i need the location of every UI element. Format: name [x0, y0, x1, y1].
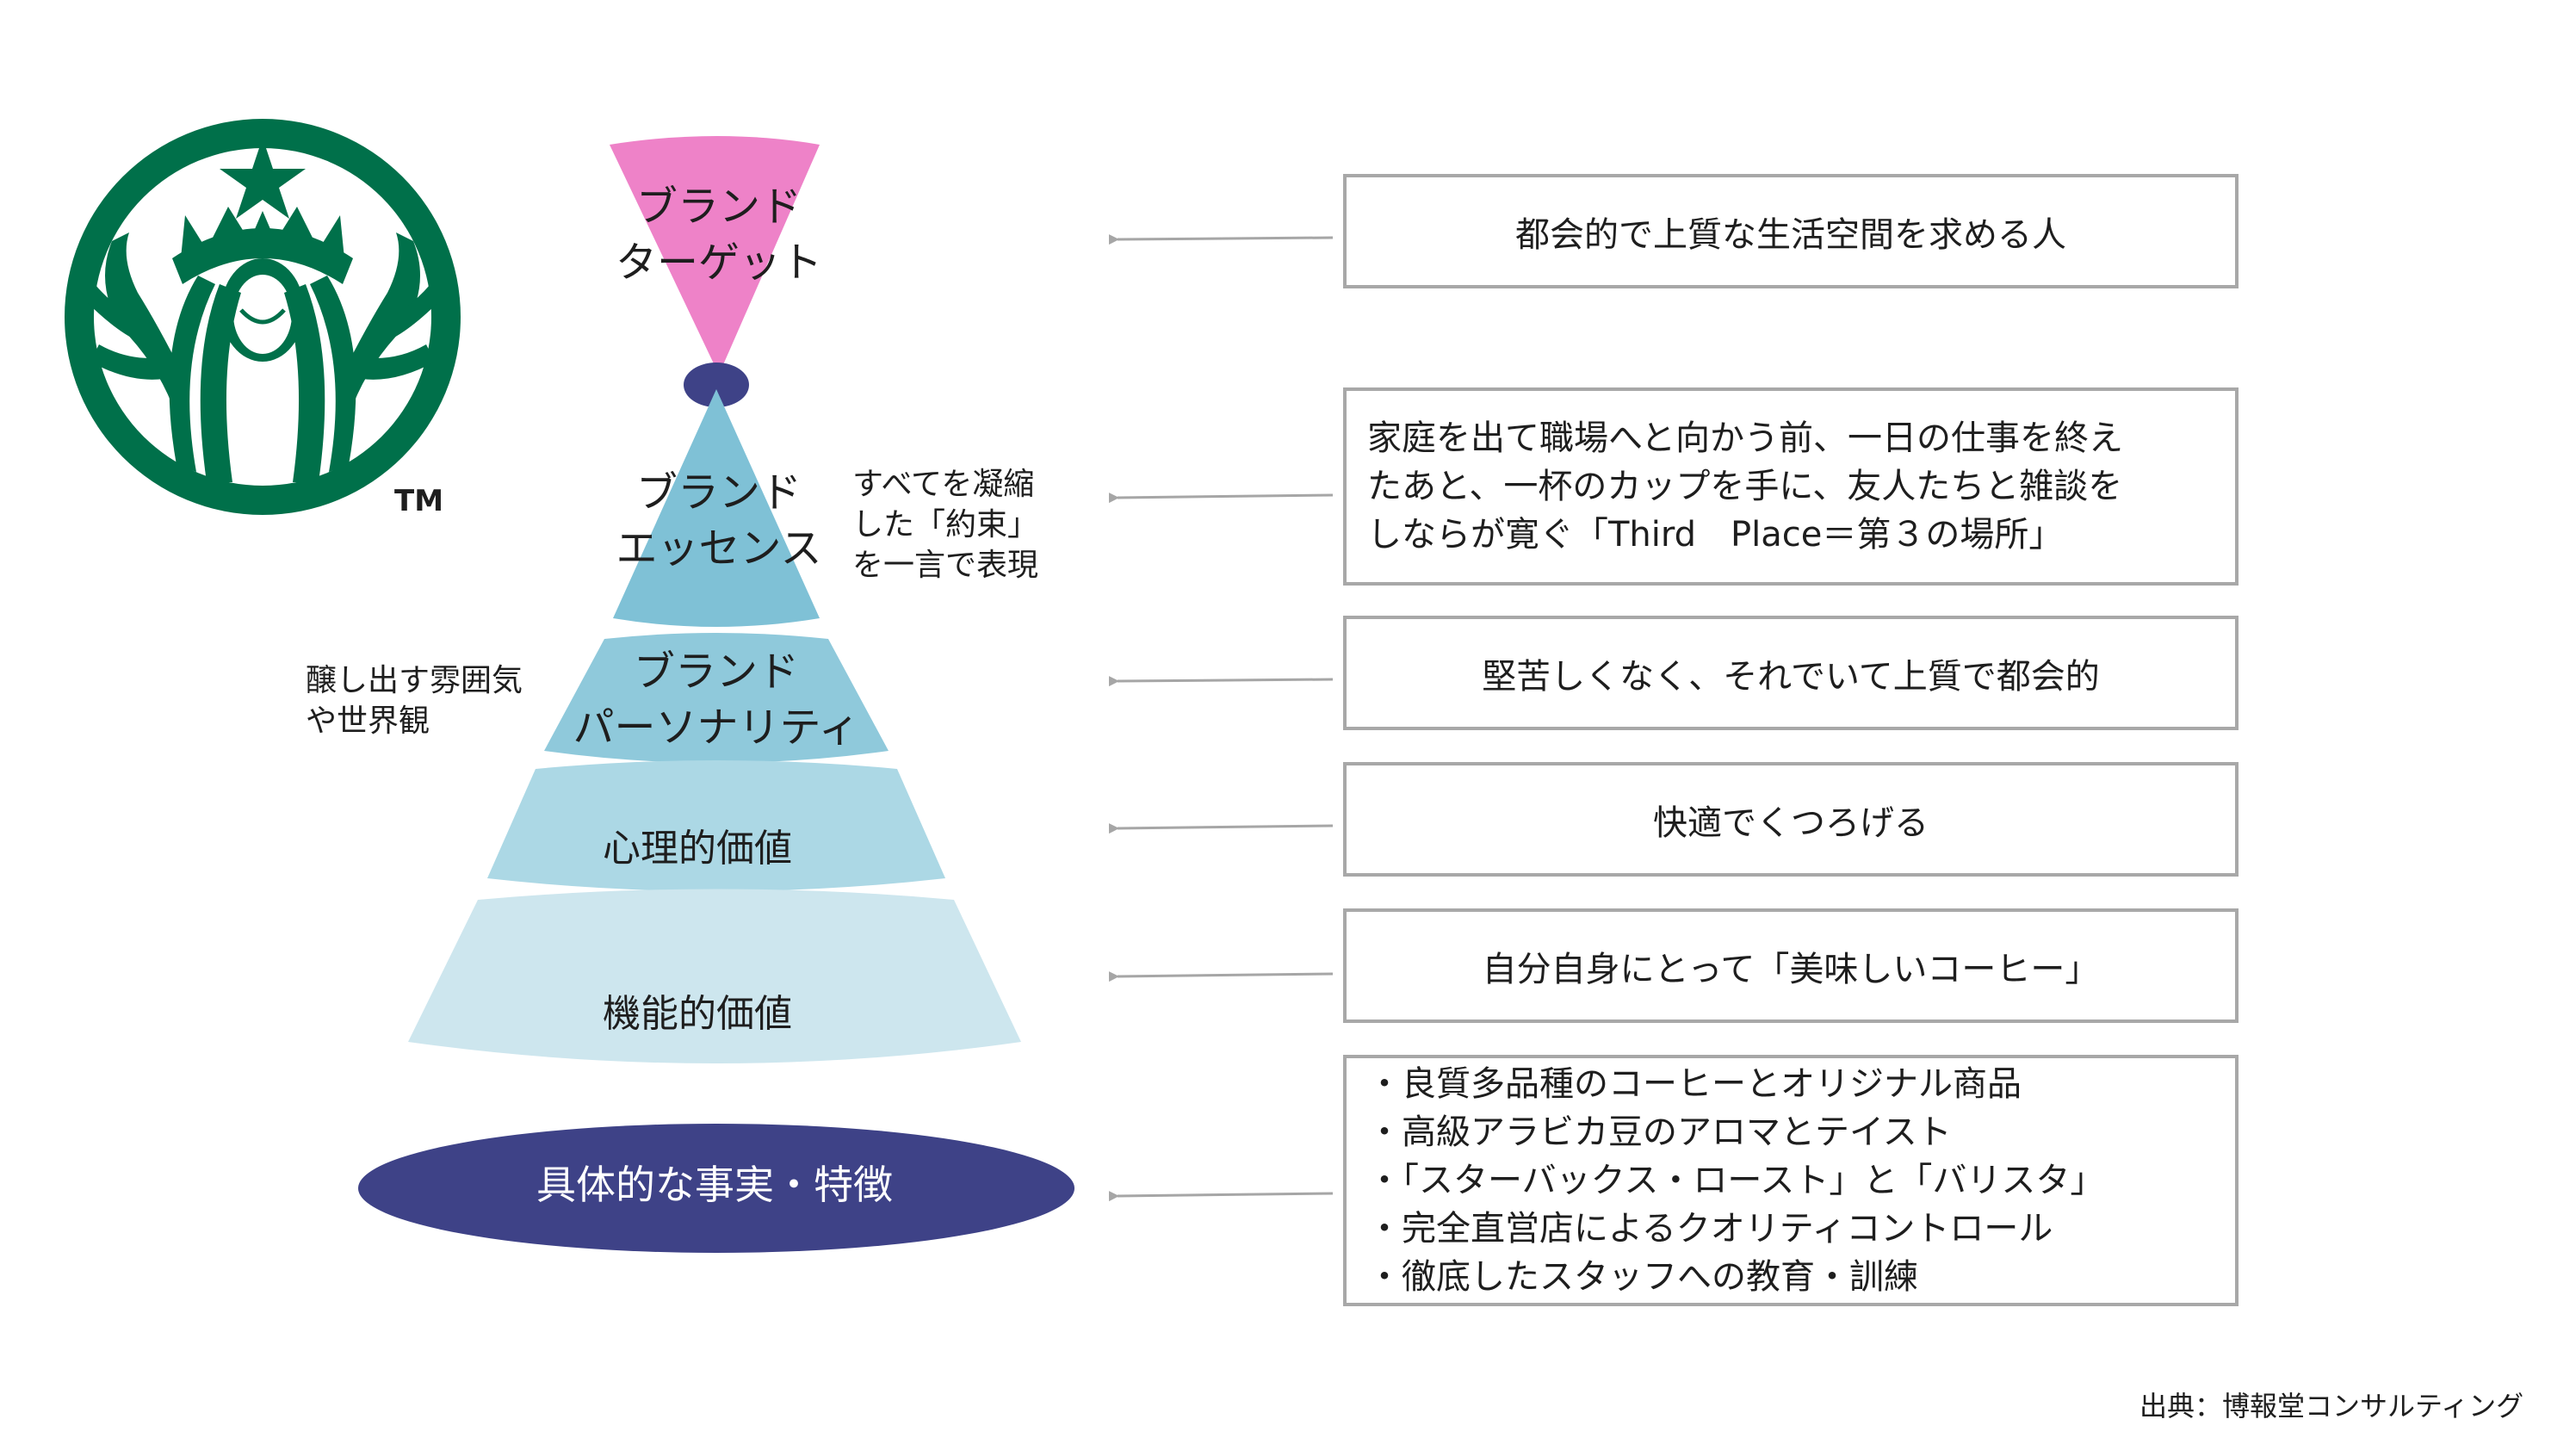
personality-box: 堅苦しくなく、それでいて上質で都会的: [1343, 616, 2239, 730]
brand-essence-label-line1: ブランド: [635, 468, 802, 517]
essence-box-line1: 家庭を出て職場へと向かう前、一日の仕事を終え: [1367, 418, 2123, 458]
facts-list-item: ・高級アラビカ豆のアロマとテイスト: [1367, 1112, 1952, 1152]
essence-note-line1: すべてを凝縮: [852, 467, 1035, 502]
source-credit: 出典：博報堂コンサルティング: [2139, 1390, 2524, 1422]
arrow-personality: [1108, 676, 1334, 687]
brand-personality-label-line2: パーソナリティ: [573, 703, 860, 752]
brand-personality-segment: [544, 633, 889, 763]
functional-value-label: 機能的価値: [603, 992, 792, 1036]
brand-essence-label: ブランド エッセンス: [585, 465, 852, 577]
brand-essence-segment: [613, 389, 820, 627]
arrow-target: [1108, 234, 1334, 245]
personality-note-line2: や世界観: [306, 703, 430, 739]
connector-dot: [684, 363, 749, 407]
essence-box-line3: しならが寛ぐ「Third Place＝第３の場所」: [1367, 515, 2064, 555]
functional-box-text: 自分自身にとって「美味しいコーヒー」: [1482, 949, 2100, 989]
arrow-psychological: [1108, 823, 1334, 834]
brand-essence-label-line2: エッセンス: [616, 524, 822, 573]
essence-box-text: 家庭を出て職場へと向かう前、一日の仕事を終え たあと、一杯のカップを手に、友人た…: [1367, 414, 2123, 559]
brand-personality-label: ブランド パーソナリティ: [542, 644, 890, 756]
facts-list-item: ・「スターバックス・ロースト」と「バリスタ」: [1367, 1161, 2105, 1200]
trademark-mark: TM: [394, 484, 444, 518]
target-box: 都会的で上質な生活空間を求める人: [1343, 174, 2239, 288]
brand-target-segment: [610, 136, 820, 375]
brand-target-label-line2: ターゲット: [615, 238, 822, 287]
starbucks-logo-icon: [65, 119, 461, 515]
psychological-value-segment: [487, 760, 945, 891]
functional-box: 自分自身にとって「美味しいコーヒー」: [1343, 908, 2239, 1023]
facts-label: 具体的な事実・特徴: [536, 1162, 893, 1208]
essence-box-line2: たあと、一杯のカップを手に、友人たちと雑談を: [1367, 467, 2123, 506]
essence-note-line2: した「約束」: [852, 506, 1039, 542]
brand-personality-label-line1: ブランド: [633, 648, 799, 696]
essence-note-line3: を一言で表現: [852, 547, 1039, 583]
psychological-box: 快適でくつろげる: [1343, 762, 2239, 877]
brand-target-label: ブランド ターゲット: [585, 179, 852, 291]
facts-list-item: ・良質多品種のコーヒーとオリジナル商品: [1367, 1064, 2022, 1104]
arrow-facts: [1108, 1191, 1334, 1202]
functional-value-segment: [408, 889, 1021, 1063]
facts-ellipse: [358, 1124, 1074, 1253]
facts-list-item: ・徹底したスタッフへの教育・訓練: [1367, 1257, 1918, 1297]
facts-box: ・良質多品種のコーヒーとオリジナル商品 ・高級アラビカ豆のアロマとテイスト ・「…: [1343, 1055, 2239, 1306]
psychological-box-text: 快適でくつろげる: [1653, 803, 1929, 843]
arrow-essence: [1108, 493, 1334, 504]
personality-note-line1: 醸し出す雰囲気: [306, 663, 523, 698]
target-box-text: 都会的で上質な生活空間を求める人: [1515, 214, 2066, 255]
essence-note: すべてを凝縮 した「約束」 を一言で表現: [852, 465, 1038, 586]
psychological-value-label: 心理的価値: [603, 827, 792, 871]
personality-note: 醸し出す雰囲気 や世界観: [306, 661, 523, 742]
facts-list-item: ・完全直営店によるクオリティコントロール: [1367, 1209, 2053, 1249]
arrow-functional: [1108, 971, 1334, 982]
personality-box-text: 堅苦しくなく、それでいて上質で都会的: [1482, 656, 2100, 697]
facts-list: ・良質多品種のコーヒーとオリジナル商品 ・高級アラビカ豆のアロマとテイスト ・「…: [1367, 1060, 2104, 1301]
brand-target-label-line1: ブランド: [635, 183, 802, 231]
essence-box: 家庭を出て職場へと向かう前、一日の仕事を終え たあと、一杯のカップを手に、友人た…: [1343, 387, 2239, 586]
